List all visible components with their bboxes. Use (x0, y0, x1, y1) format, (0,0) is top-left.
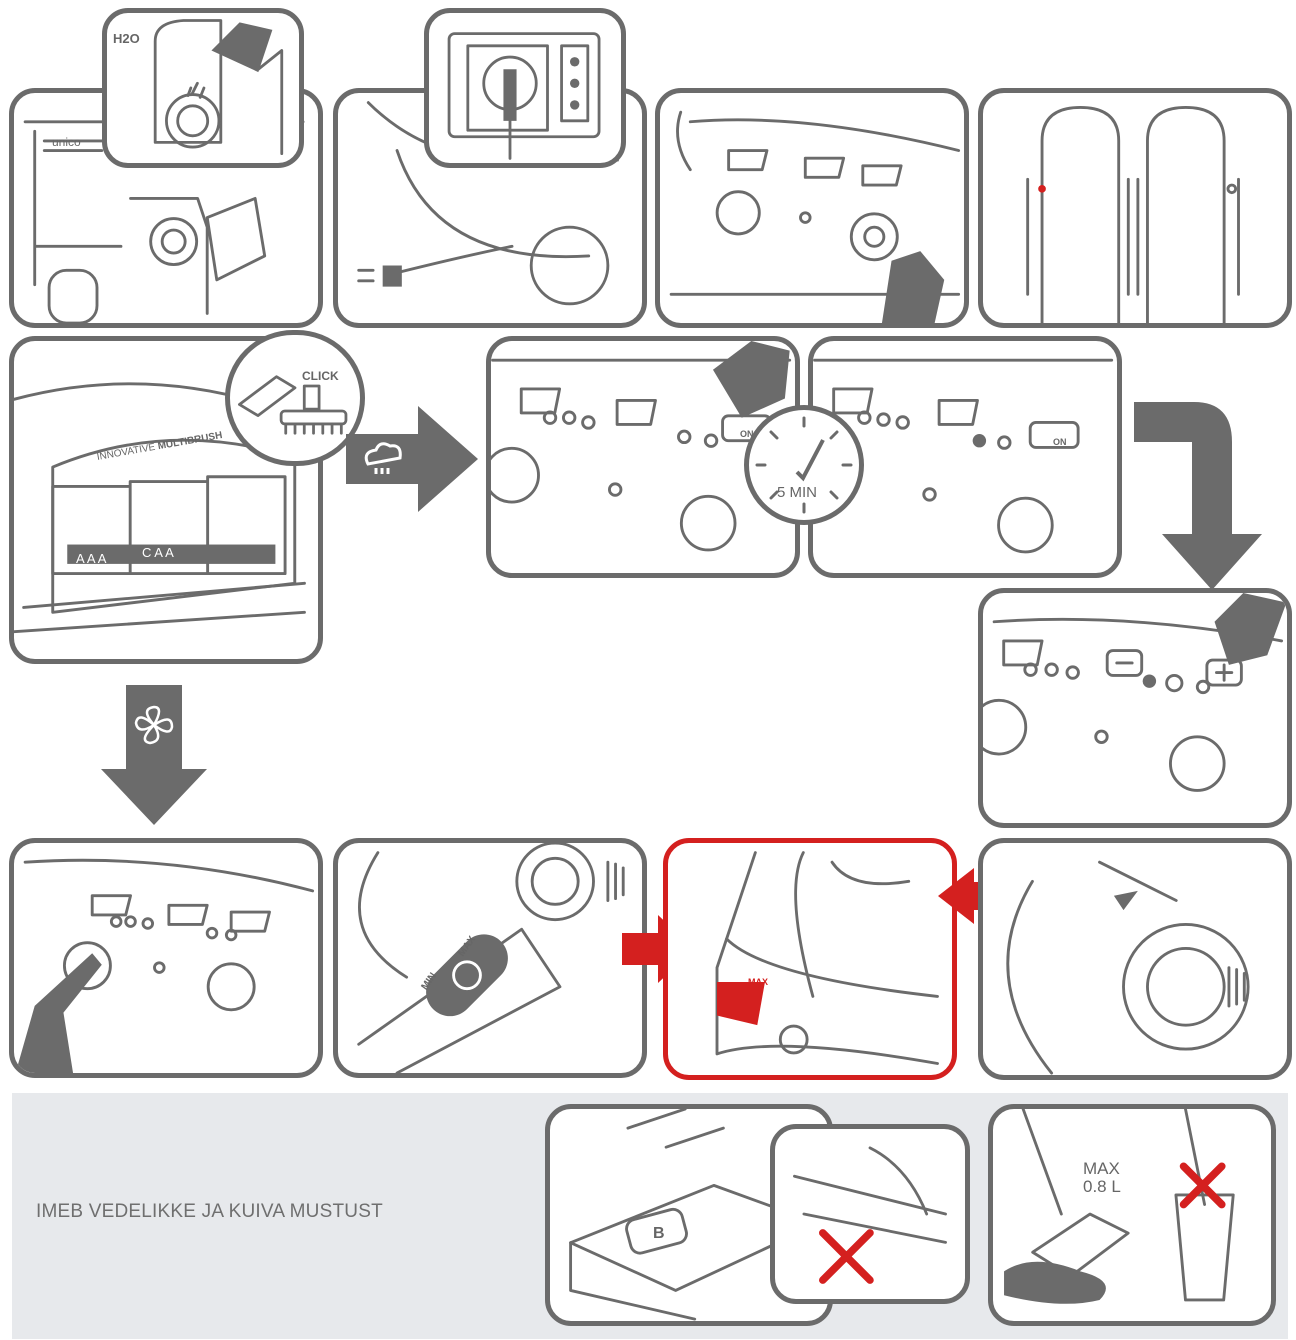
turn-down-arrow (1134, 402, 1262, 590)
fan-button-illustration (14, 843, 318, 1073)
panel-water-inset: H2O (102, 8, 304, 168)
steam-icon-arrow (362, 440, 402, 481)
wet-dry-caption: IMEB VEDELIKKE JA KUIVA MUSTUST (36, 1201, 383, 1223)
fan-icon (132, 703, 176, 752)
panel-steam-switch (978, 88, 1292, 328)
panel-fan-button (9, 838, 323, 1078)
panel-socket-inset (424, 8, 626, 168)
b-letter: B (653, 1225, 665, 1243)
steam-adjust-illustration (983, 593, 1287, 823)
panel-power-on (655, 88, 969, 328)
max-liquid-label: MAX (1083, 1159, 1120, 1179)
h2o-label: H2O (113, 31, 140, 46)
panel-fan-knob: MIN MAX (333, 838, 647, 1078)
max-liquid-illustration (993, 1109, 1271, 1321)
timer-clock-icon: 5 MIN (744, 405, 864, 525)
power-icon (873, 236, 891, 254)
cross-icon (825, 1239, 875, 1289)
on-label-2: ON (1053, 437, 1067, 447)
click-brush-inset: CLICK (225, 330, 365, 466)
panel-max-liquid: MAX 0.8 L (988, 1104, 1276, 1326)
brush-codes-1: A A A (76, 551, 106, 566)
panel-no-lift (770, 1124, 970, 1304)
brush-attach-illustration (230, 335, 360, 461)
panel-tank-max: MAX (663, 838, 957, 1080)
brand-label: unico (52, 135, 81, 149)
wall-socket-illustration (429, 13, 621, 163)
panel-tank-insert (978, 838, 1292, 1080)
panel-steam-adjust (978, 588, 1292, 828)
control-panel-illustration (660, 93, 964, 323)
fan-knob-illustration (338, 843, 642, 1073)
tank-insert-illustration (983, 843, 1287, 1075)
brush-codes-3: C B B A (216, 527, 262, 542)
handles-illustration (983, 93, 1287, 323)
max-liquid-volume: 0.8 L (1083, 1177, 1121, 1197)
tank-max-label: MAX (748, 977, 768, 987)
brush-codes-2: C A A (142, 545, 174, 560)
tank-max-illustration (668, 843, 952, 1075)
timer-label: 5 MIN (777, 484, 817, 501)
click-label: CLICK (302, 369, 339, 383)
